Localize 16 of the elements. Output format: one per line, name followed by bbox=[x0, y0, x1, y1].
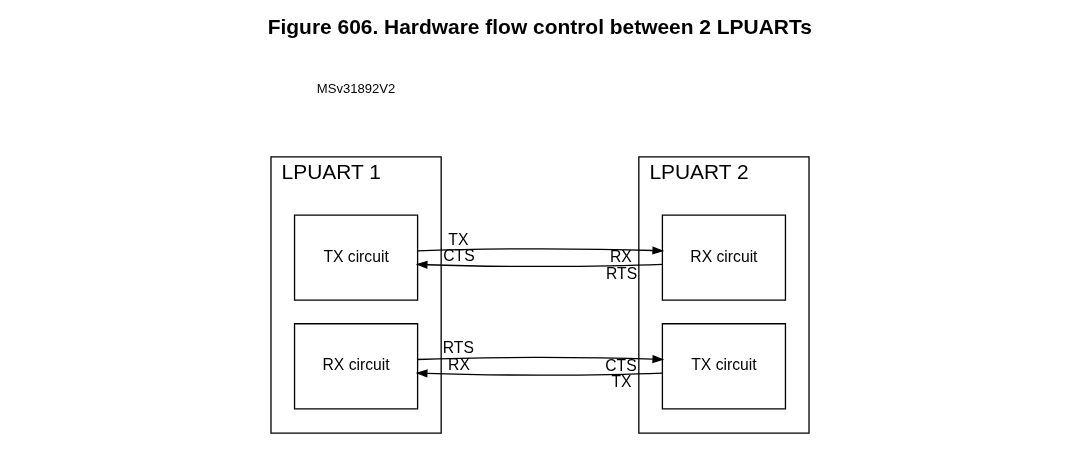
diagram-title: Figure 606. Hardware flow control between 2 LPUARTs bbox=[267, 15, 812, 39]
node-label: RX bbox=[609, 248, 632, 266]
node-box: TX circuit bbox=[661, 323, 786, 410]
label: MSv31892V2 bbox=[316, 81, 395, 97]
node-label: CTS bbox=[604, 356, 637, 374]
node-box: RX circuit bbox=[293, 323, 418, 410]
arrow bbox=[416, 246, 664, 255]
arrow bbox=[416, 355, 664, 364]
arrow bbox=[415, 260, 663, 269]
node-box: RX circuit bbox=[661, 214, 786, 301]
node-box: TX circuit bbox=[293, 214, 418, 301]
arrow bbox=[415, 369, 663, 378]
node-label: TX bbox=[447, 230, 468, 248]
node-label: RTS bbox=[605, 264, 637, 282]
node-label: TX bbox=[611, 373, 632, 391]
node-label: RTS bbox=[442, 339, 474, 357]
